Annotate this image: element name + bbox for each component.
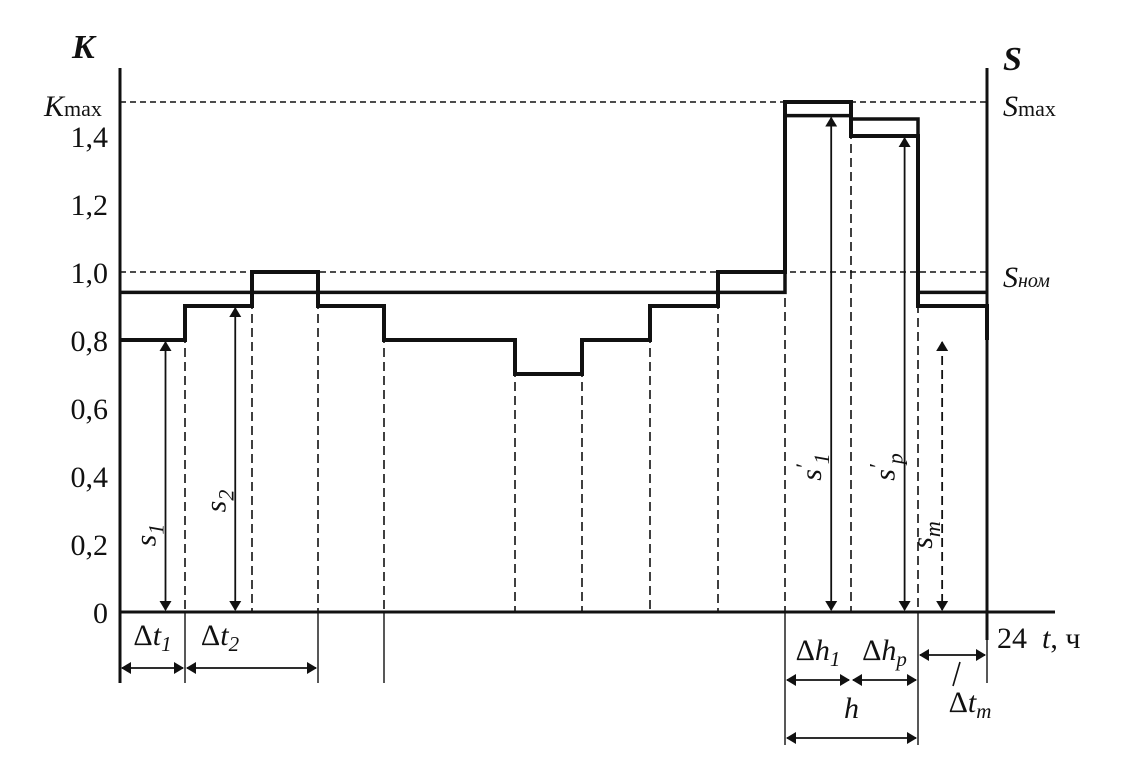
- x-unit-label: t, ч: [1042, 622, 1080, 655]
- equivalent-load-line: [120, 113, 987, 295]
- interval-label-dt1: Δt1: [133, 619, 171, 656]
- left-axis-title: K: [71, 29, 97, 66]
- y-tick-label-2: 0,4: [71, 461, 109, 494]
- interval-label-dtm: Δtm: [949, 686, 992, 723]
- value-arrows-layer: s1 s2 s′1 s′p sm: [130, 116, 949, 611]
- interval-label-dt2: Δt2: [201, 619, 240, 656]
- arrow-label-sp: s′p: [865, 453, 908, 481]
- y-tick-label-4: 0,8: [71, 325, 109, 358]
- right-axis-title: S: [1003, 41, 1022, 78]
- k-max-sub: max: [64, 96, 102, 121]
- series-layer: [120, 100, 989, 376]
- y-tick-label-1: 0,2: [71, 529, 109, 562]
- arrow-label-s2: s2: [199, 490, 238, 513]
- arrow-label-s1: s1: [130, 524, 169, 547]
- y-tick-labels: 0 0,2 0,4 0,6 0,8 1,0 1,2 1,4: [71, 121, 109, 630]
- load-step-line: [120, 100, 989, 376]
- interval-label-h: h: [844, 692, 859, 725]
- y-tick-label-5: 1,0: [71, 257, 109, 290]
- reference-lines-layer: [120, 101, 987, 273]
- y-tick-label-0: 0: [93, 597, 108, 630]
- s-nom-label: Sном: [1003, 261, 1050, 294]
- dtm-leader: [952, 661, 961, 687]
- interval-label-dhp: Δhp: [862, 634, 907, 671]
- x-end-label: 24: [997, 622, 1027, 655]
- y-tick-label-7: 1,4: [71, 121, 109, 154]
- y-tick-label-6: 1,2: [71, 189, 109, 222]
- interval-label-dh1: Δh1: [796, 634, 841, 671]
- s-max-label: Smax: [1003, 90, 1056, 123]
- arrow-label-sm: sm: [906, 521, 945, 549]
- interval-dividers-layer: [119, 102, 988, 745]
- k-max-label: Kmax: [43, 90, 102, 123]
- axes-layer: [118, 68, 1055, 683]
- y-tick-label-3: 0,6: [71, 393, 109, 426]
- arrow-label-s1p: s′1: [791, 453, 834, 481]
